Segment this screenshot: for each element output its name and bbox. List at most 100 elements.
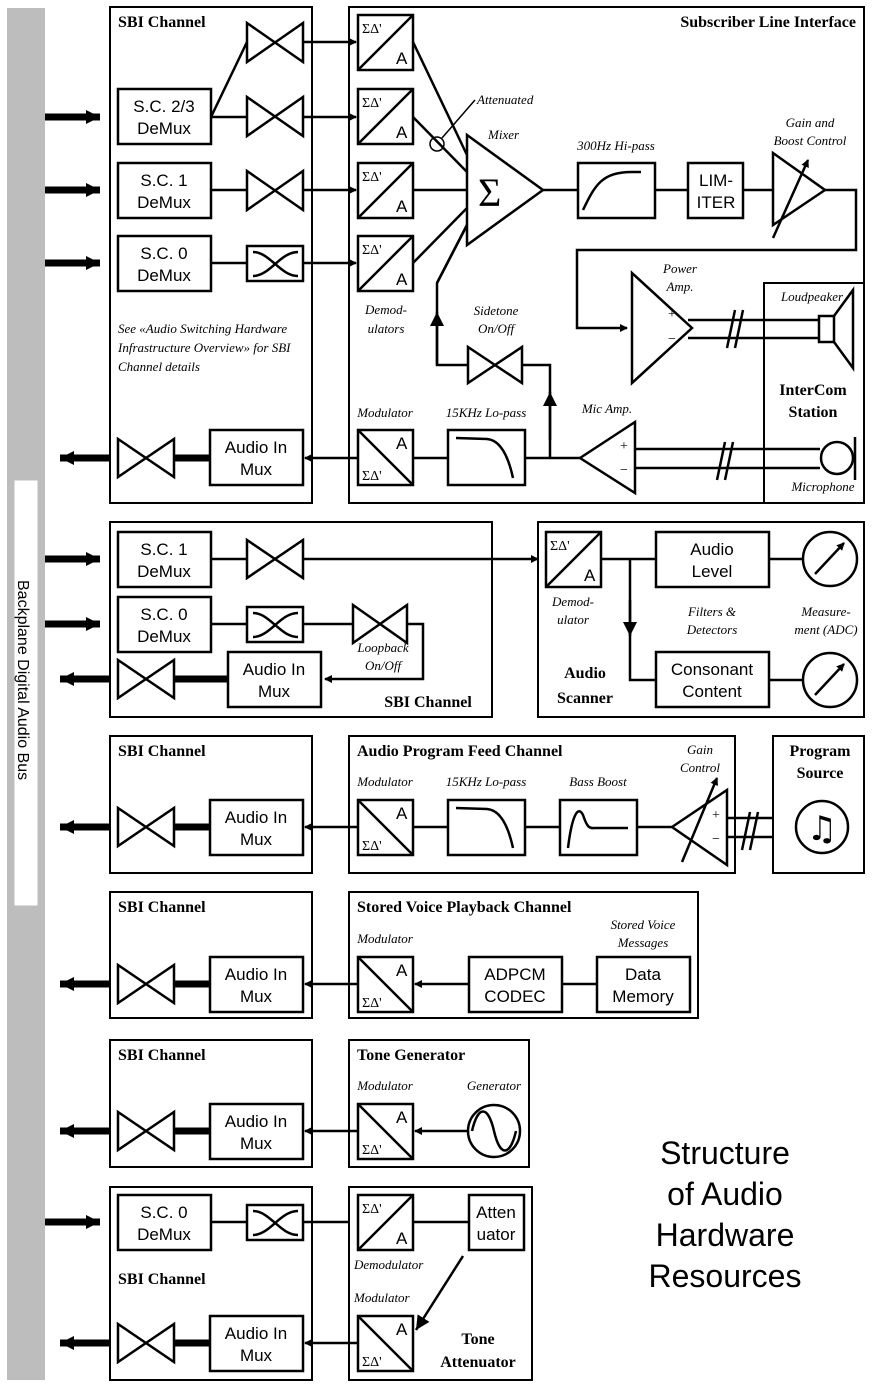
scanner-title-1: Audio xyxy=(564,665,606,682)
svg-text:A: A xyxy=(396,197,408,216)
svg-text:Level: Level xyxy=(692,562,733,581)
intercom-title-2: Station xyxy=(789,404,838,421)
svg-text:A: A xyxy=(584,566,596,585)
sidetone-label-2: On/Off xyxy=(478,321,517,336)
svg-text:A: A xyxy=(396,123,408,142)
svg-text:A: A xyxy=(396,1229,408,1248)
svg-text:DeMux: DeMux xyxy=(137,1225,191,1244)
svg-text:A: A xyxy=(396,804,408,823)
tone-generator-title: Tone Generator xyxy=(357,1047,465,1064)
svg-text:ΣΔ': ΣΔ' xyxy=(362,170,382,185)
svg-text:A: A xyxy=(396,1320,408,1339)
demux-sc0: S.C. 0 DeMux xyxy=(116,595,213,654)
gain-boost-label-2: Boost Control xyxy=(774,133,847,148)
svg-text:CODEC: CODEC xyxy=(484,987,545,1006)
bus-label: Backplane Digital Audio Bus xyxy=(14,580,31,780)
modulator-icon: AΣΔ' xyxy=(356,955,415,1014)
stored-voice-title: Stored Voice Playback Channel xyxy=(357,899,572,916)
sbi-note-1: See «Audio Switching Hardware xyxy=(118,321,287,336)
switch-icon xyxy=(116,1321,176,1365)
modulator-label: Modulator xyxy=(356,774,414,789)
switch-icon xyxy=(245,94,305,139)
diagram-title-line-4: Resources xyxy=(649,1258,802,1294)
program-source-title-2: Source xyxy=(797,765,844,782)
svg-text:Mux: Mux xyxy=(240,830,273,849)
gain-boost-amp xyxy=(771,150,828,239)
adpcm-codec: ADPCM CODEC xyxy=(467,955,564,1014)
demodulator-icon: ΣΔ'A xyxy=(544,530,603,589)
measurement-label-2: ment (ADC) xyxy=(794,622,857,637)
demux-sc1: S.C. 1 DeMux xyxy=(116,530,213,589)
svg-text:DeMux: DeMux xyxy=(137,627,191,646)
sidetone-switch-icon xyxy=(466,344,524,386)
svg-text:ADPCM: ADPCM xyxy=(484,965,545,984)
svg-text:+: + xyxy=(712,808,720,823)
demodulator-icon: ΣΔ' A xyxy=(356,161,415,220)
lowpass-filter xyxy=(446,798,527,857)
switch-icon xyxy=(116,657,176,701)
switch-icon xyxy=(116,1109,176,1153)
svg-text:Memory: Memory xyxy=(612,987,674,1006)
crossover-icon xyxy=(245,1203,305,1242)
demux-sc1: S.C. 1 DeMux xyxy=(116,161,213,220)
svg-text:DeMux: DeMux xyxy=(137,562,191,581)
demodulator-icon: ΣΔ' A xyxy=(356,1193,415,1252)
sbi-channel-5-title: SBI Channel xyxy=(118,1047,206,1064)
demodulator-icon: ΣΔ' A xyxy=(356,234,415,293)
power-amp-label-1: Power xyxy=(662,261,698,276)
sli-title: Subscriber Line Interface xyxy=(680,14,856,31)
program-feed-title: Audio Program Feed Channel xyxy=(357,743,563,760)
svg-text:S.C. 1: S.C. 1 xyxy=(140,171,187,190)
diagram-title-line-2: of Audio xyxy=(667,1176,783,1212)
modulator-label: Modulator xyxy=(356,931,414,946)
svg-text:♫: ♫ xyxy=(807,809,837,849)
demodulator-icon: ΣΔ'A xyxy=(356,13,415,72)
stored-voice-label-1: Stored Voice xyxy=(611,917,676,932)
sbi-note-2: Infrastructure Overview» for SBI xyxy=(117,340,291,355)
svg-text:−: − xyxy=(668,332,676,347)
svg-text:S.C. 0: S.C. 0 xyxy=(140,605,187,624)
svg-text:ΣΔ': ΣΔ' xyxy=(362,996,382,1011)
demodulator-icon: ΣΔ'A xyxy=(356,87,415,146)
meter-icon xyxy=(801,530,859,588)
cable-break xyxy=(715,441,735,481)
bass-boost-label: Bass Boost xyxy=(569,774,627,789)
svg-text:DeMux: DeMux xyxy=(137,193,191,212)
svg-text:DeMux: DeMux xyxy=(137,119,191,138)
svg-text:Mux: Mux xyxy=(240,1346,273,1365)
hipass-filter xyxy=(576,161,657,220)
sbi-channel-6-title: SBI Channel xyxy=(118,1271,206,1288)
demodulators-label-2: ulators xyxy=(368,321,405,336)
audio-in-mux: Audio In Mux xyxy=(226,650,323,709)
power-amp: + − xyxy=(630,270,694,386)
demodulators-label-1: Demod- xyxy=(364,302,407,317)
svg-text:Audio: Audio xyxy=(690,540,733,559)
svg-text:−: − xyxy=(620,463,628,478)
attenuator: Atten uator xyxy=(467,1193,526,1252)
lowpass-label: 15KHz Lo-pass xyxy=(446,405,527,420)
svg-text:ΣΔ': ΣΔ' xyxy=(362,22,382,37)
loopback-label-1: Loopback xyxy=(356,640,409,655)
scanner-demod-label-2: ulator xyxy=(557,612,590,627)
sbi-channel-4-title: SBI Channel xyxy=(118,899,206,916)
gain-boost-label-1: Gain and xyxy=(786,115,835,130)
modulator-icon: AΣΔ' xyxy=(356,798,415,857)
switch-icon xyxy=(245,537,305,581)
svg-text:Mux: Mux xyxy=(240,987,273,1006)
switch-icon xyxy=(245,168,305,213)
lowpass-filter xyxy=(446,428,527,487)
svg-text:A: A xyxy=(396,270,408,289)
svg-text:A: A xyxy=(396,434,408,453)
svg-text:ΣΔ': ΣΔ' xyxy=(362,1202,382,1217)
svg-text:ΣΔ': ΣΔ' xyxy=(362,243,382,258)
audio-level: Audio Level xyxy=(654,530,771,589)
scanner-demod-label-1: Demod- xyxy=(551,594,594,609)
microphone-label: Microphone xyxy=(790,479,854,494)
modulator-icon: AΣΔ' xyxy=(356,428,415,487)
sbi-channel-3-title: SBI Channel xyxy=(118,743,206,760)
svg-text:Data: Data xyxy=(625,965,661,984)
diagram-title-line-3: Hardware xyxy=(656,1217,795,1253)
audio-in-mux: Audio In Mux xyxy=(208,1102,305,1161)
scanner-title-2: Scanner xyxy=(557,690,613,707)
